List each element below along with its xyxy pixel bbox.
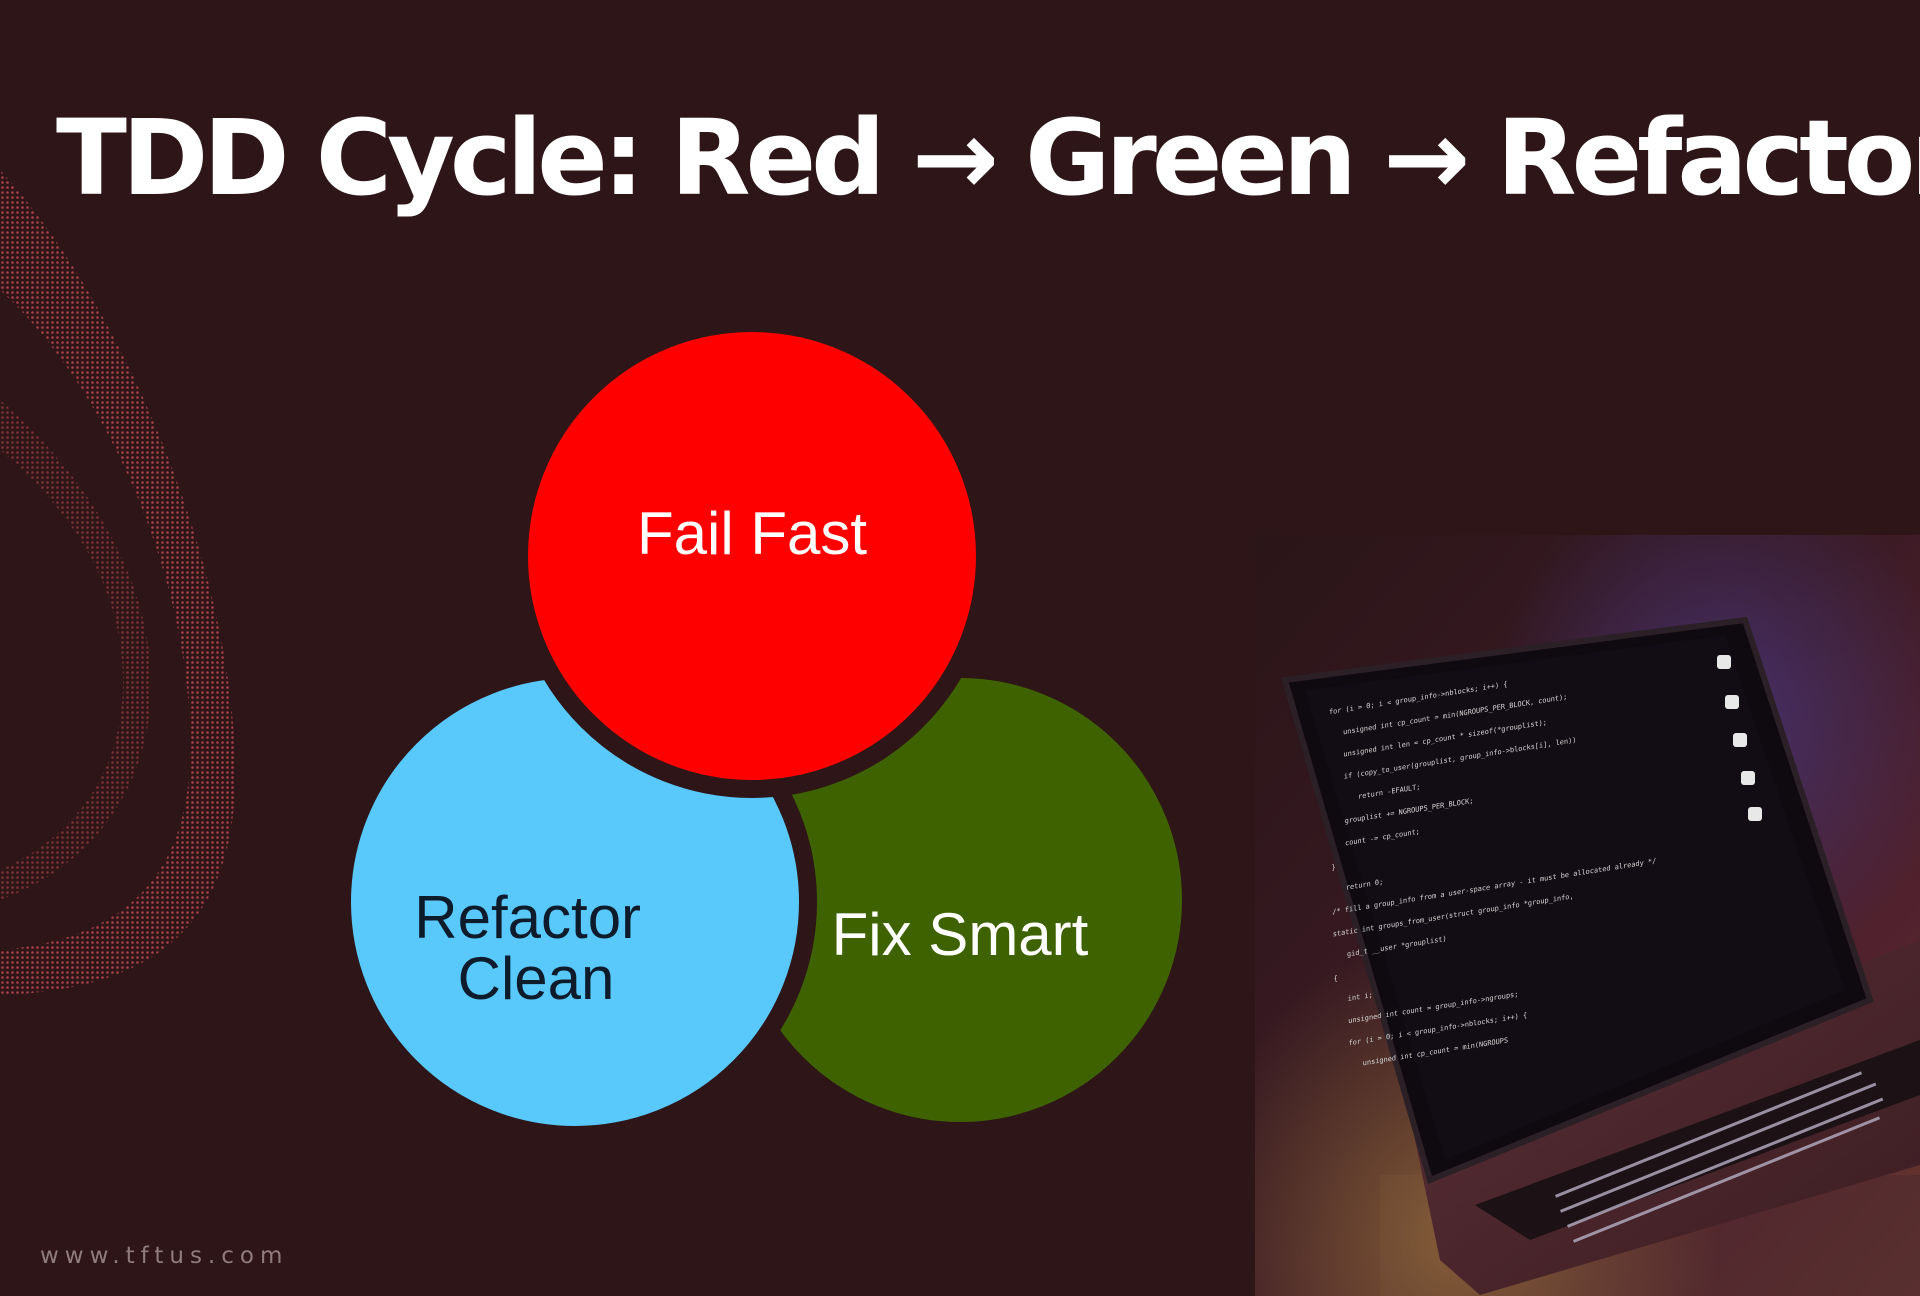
code-line: { [1333,973,1337,983]
website-watermark: www.tftus.com [40,1243,289,1269]
code-line: } [1332,862,1336,872]
fail-fast-circle [510,314,994,798]
fix-smart-label: Fix Smart [832,901,1089,968]
refactor-clean-line1: Refactor [414,884,641,951]
refactor-clean-label: Refactor Clean [414,884,657,1012]
refactor-clean-line2: Clean [458,945,615,1012]
laptop-photo: for (i = 0; i < group_info->nblocks; i++… [1255,535,1920,1296]
code-line: int i; [1348,990,1373,1003]
slide-title: TDD Cycle: Red → Green → Refactor [56,97,1920,219]
fail-fast-label: Fail Fast [637,500,867,567]
cycle-circles [333,314,1200,1144]
